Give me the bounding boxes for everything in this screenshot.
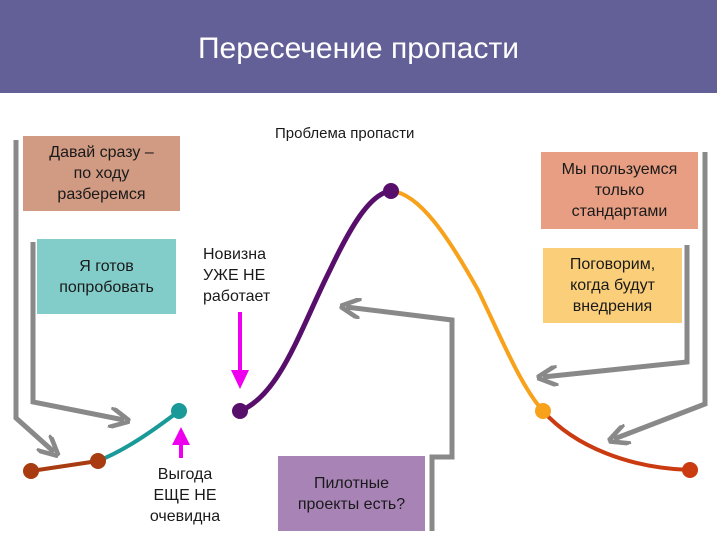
- connector-arrow-left-outer: [13, 140, 54, 452]
- chasm-problem-label: Проблема пропасти: [275, 125, 415, 142]
- page-title: Пересечение пропасти: [197, 32, 519, 65]
- curve-node-late-majority: [535, 403, 551, 419]
- curve-segment-innovators: [30, 459, 99, 473]
- connector-arrow-right-inner: [543, 245, 690, 377]
- curve-node-start: [23, 463, 39, 479]
- box-talk-when-deployed: Поговорим, когда будут внедрения: [543, 248, 682, 323]
- curve-segment-late-majority: [390, 189, 545, 413]
- curve-node-peak: [383, 183, 399, 199]
- curve-segment-early-majority: [238, 188, 392, 414]
- header-bar: [0, 0, 717, 93]
- curve-node-early-adopters: [171, 403, 187, 419]
- box-standards-only: Мы пользуемся только стандартами: [541, 152, 698, 229]
- curve-segment-early-adopters: [97, 409, 181, 463]
- box-let-us-start-now: Давай сразу – по ходу разберемся: [23, 136, 180, 211]
- connector-arrow-right-outer: [614, 152, 708, 439]
- connector-arrow-pilot: [346, 307, 455, 531]
- curve-node-innovators: [90, 453, 106, 469]
- connector-arrow-left-inner: [30, 242, 124, 420]
- novelty-label: Новизна УЖЕ НЕ работает: [203, 246, 271, 305]
- curve-node-end: [682, 462, 698, 478]
- box-pilot-projects: Пилотные проекты есть?: [278, 456, 425, 531]
- curve-segment-laggards: [541, 409, 691, 472]
- benefit-indicator-arrow: [172, 427, 190, 458]
- benefit-label: Выгода ЕЩЕ НЕ очевидна: [149, 466, 221, 525]
- novelty-indicator-arrow: [231, 312, 249, 389]
- box-ready-to-try: Я готов попробовать: [37, 239, 176, 314]
- curve-node-chasm-start: [232, 403, 248, 419]
